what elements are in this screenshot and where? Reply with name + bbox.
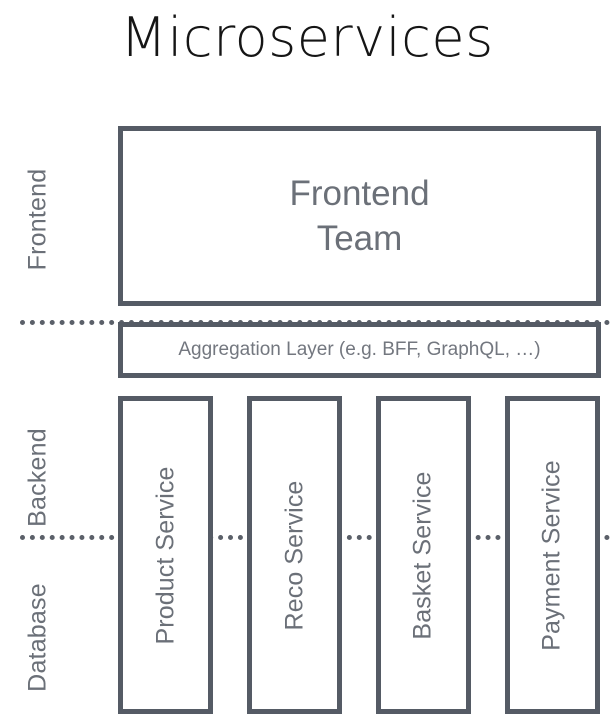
service-box-reco[interactable]: Reco Service bbox=[247, 396, 342, 714]
lane-label-frontend: Frontend bbox=[23, 168, 52, 271]
lane-label-database: Database bbox=[23, 583, 52, 692]
page-title: Microservices bbox=[120, 6, 494, 69]
aggregation-layer-box[interactable]: Aggregation Layer (e.g. BFF, GraphQL, …) bbox=[118, 322, 601, 378]
service-label-product: Product Service bbox=[151, 466, 179, 644]
service-box-basket[interactable]: Basket Service bbox=[376, 396, 471, 714]
frontend-team-box[interactable]: Frontend Team bbox=[118, 126, 601, 306]
service-label-basket: Basket Service bbox=[409, 470, 438, 640]
lane-label-backend: Backend bbox=[23, 428, 52, 527]
frontend-team-label: Frontend Team bbox=[289, 173, 430, 259]
service-label-reco: Reco Service bbox=[280, 480, 308, 630]
service-box-product[interactable]: Product Service bbox=[118, 396, 213, 714]
service-box-payment[interactable]: Payment Service bbox=[505, 396, 600, 714]
service-label-payment: Payment Service bbox=[538, 459, 566, 651]
aggregation-layer-label: Aggregation Layer (e.g. BFF, GraphQL, …) bbox=[178, 339, 541, 360]
